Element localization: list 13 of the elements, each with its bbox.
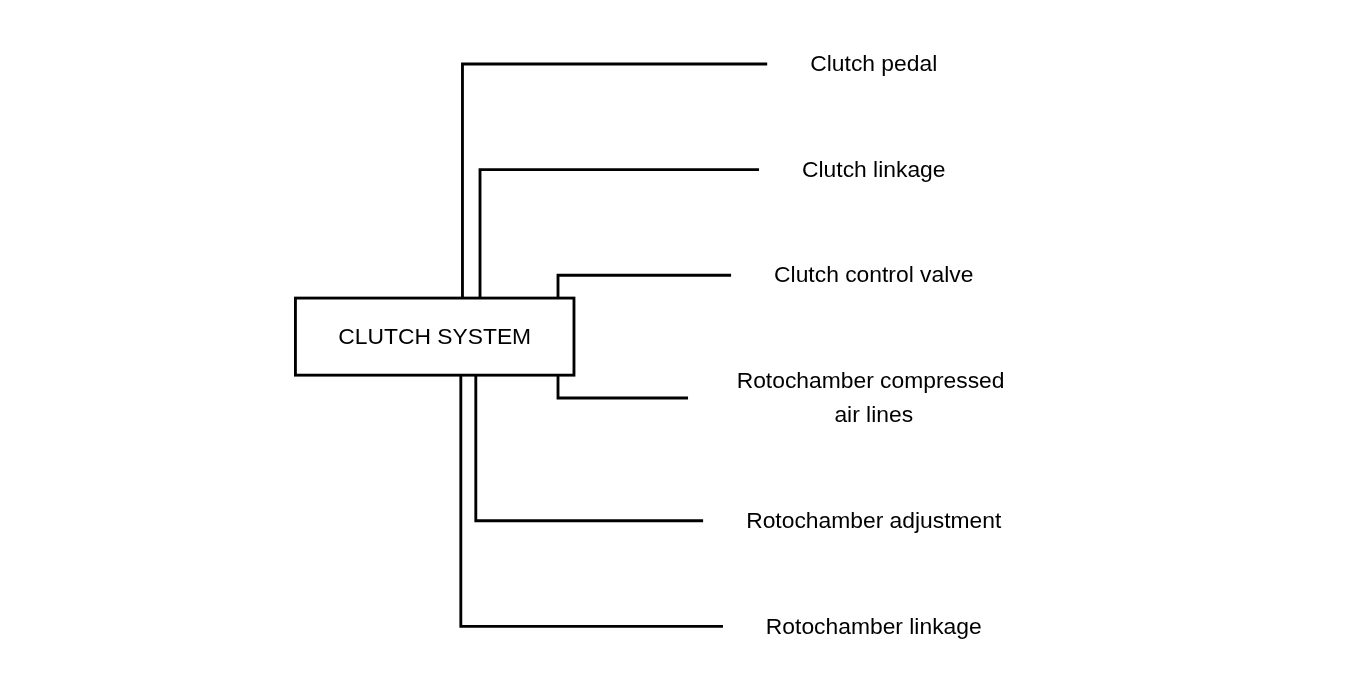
connector [474, 375, 703, 522]
connector [459, 375, 723, 628]
connector [556, 273, 731, 298]
connector [556, 375, 688, 400]
node-text: Clutch linkage [801, 156, 946, 181]
node-text: Rotochamber linkage [765, 613, 982, 638]
node-box: CLUTCH SYSTEM [293, 296, 575, 377]
node-text: Clutch pedal [809, 50, 937, 76]
node-text: Rotochamber adjustment [745, 507, 1001, 533]
node-text: Rotochamber compressed air lines [736, 367, 1005, 427]
node-text: Clutch control valve [773, 262, 974, 287]
connector [478, 168, 759, 298]
connector [460, 62, 768, 298]
